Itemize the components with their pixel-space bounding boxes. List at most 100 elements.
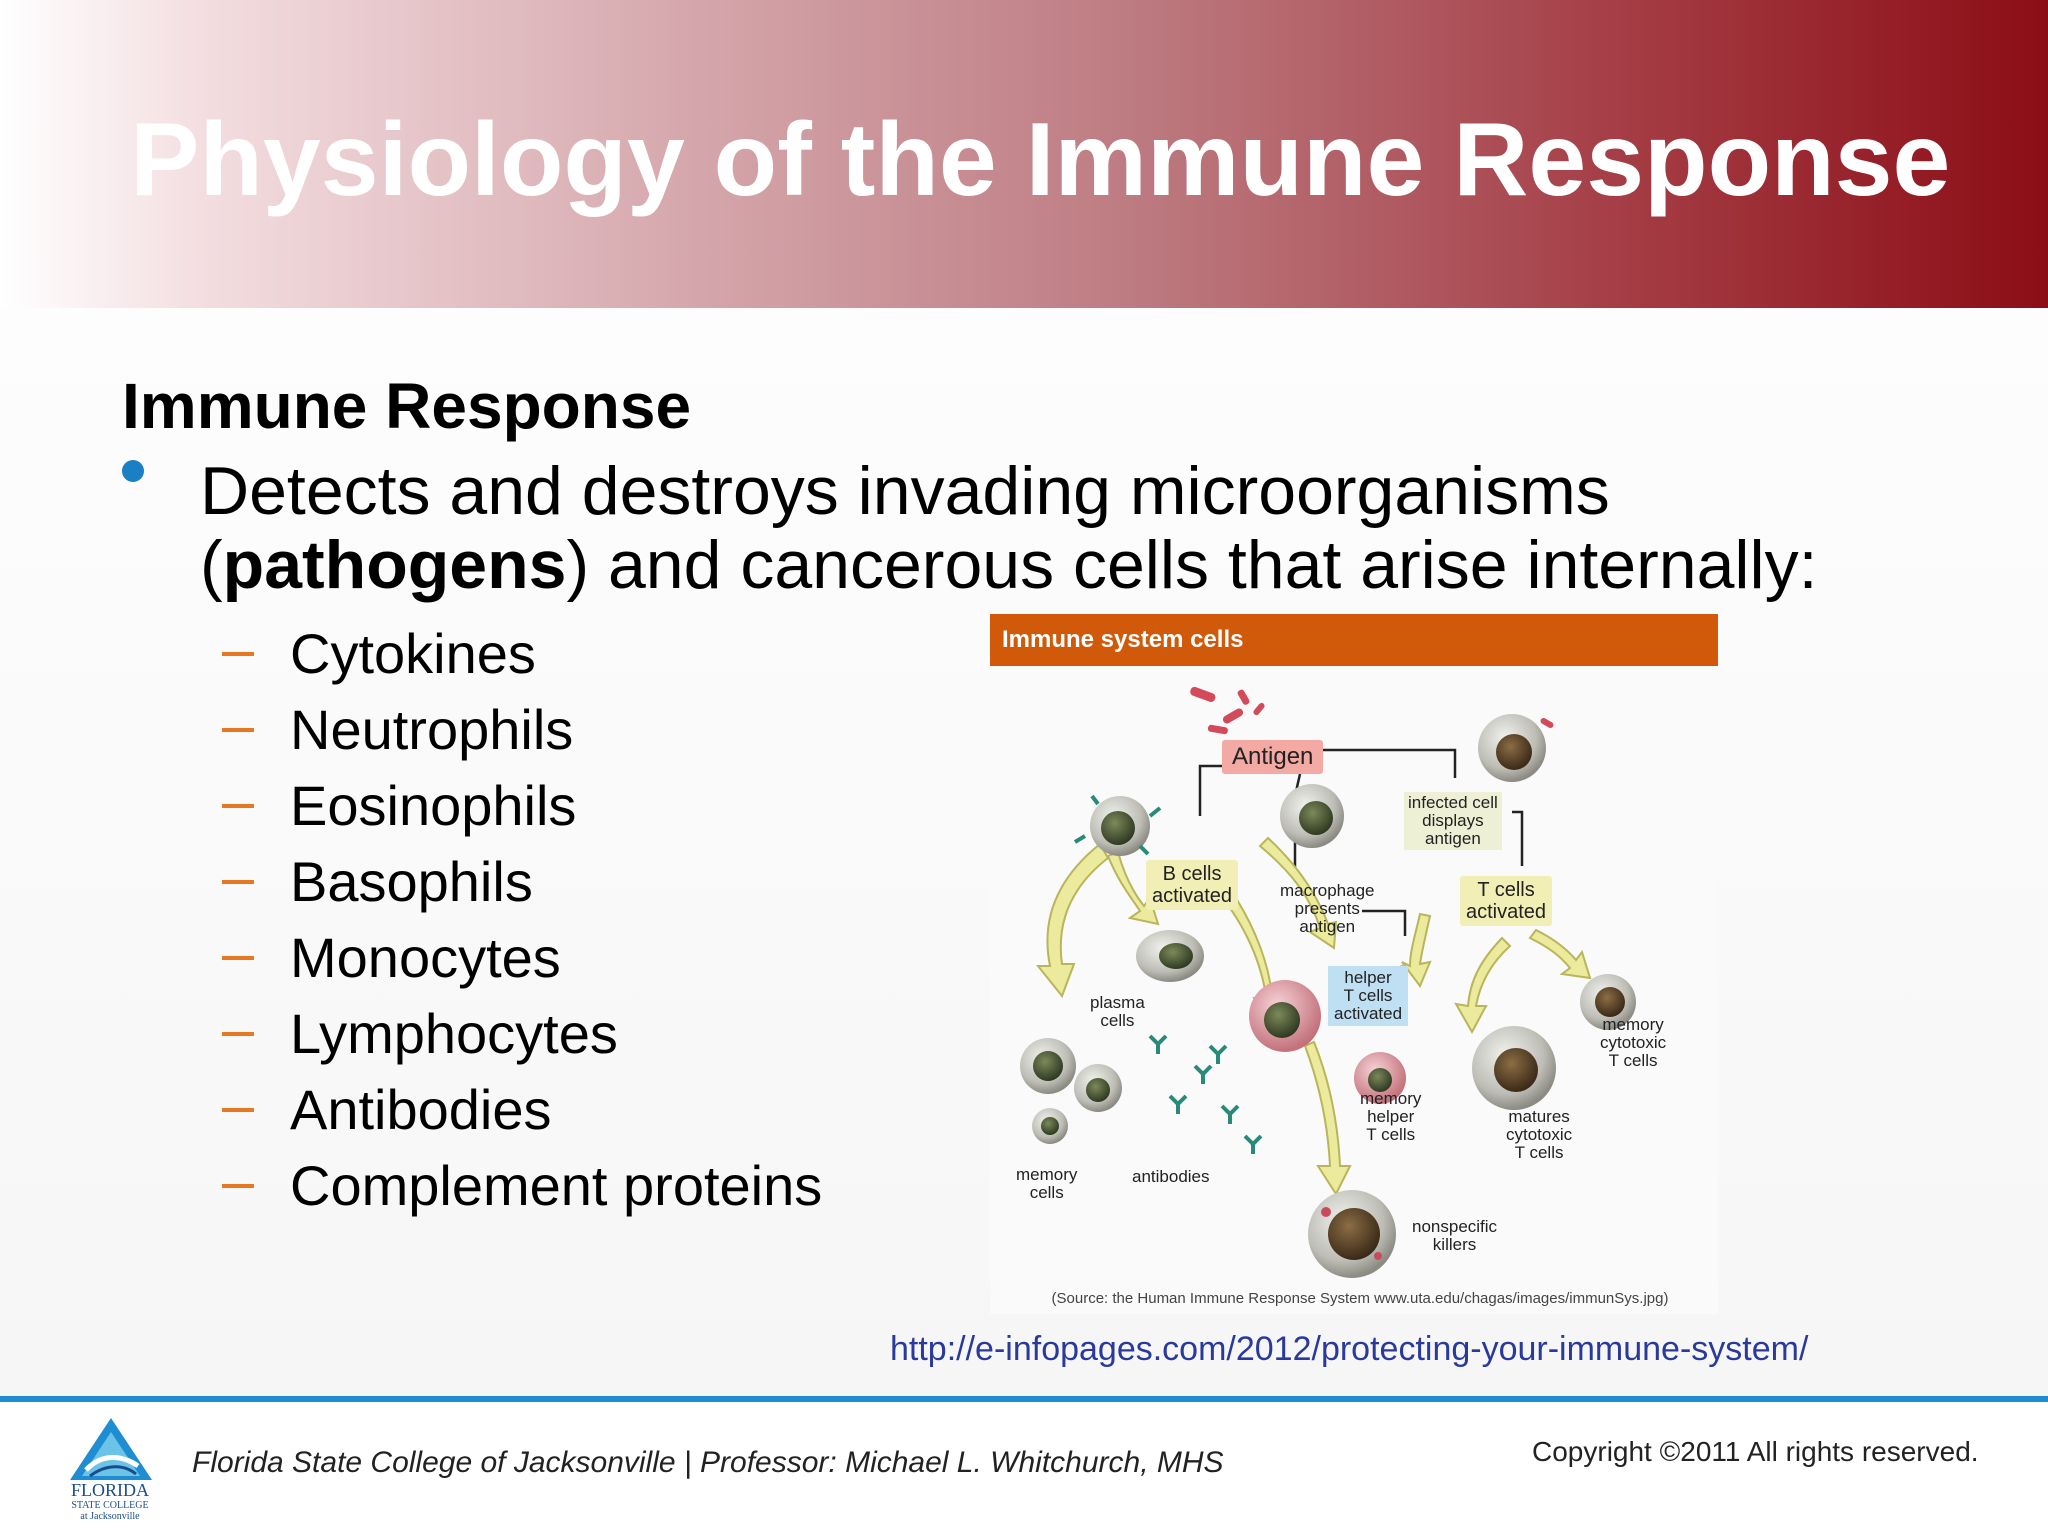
antigen-label: Antigen: [1222, 740, 1324, 774]
plasma-cell-icon: [1136, 930, 1204, 982]
label-line: nonspecific: [1412, 1217, 1498, 1236]
label-line: macrophage: [1280, 881, 1375, 900]
list-item-text: Complement proteins: [290, 1154, 823, 1217]
footer: [0, 1402, 2048, 1536]
label-line: helper: [1344, 968, 1392, 987]
list-item-text: Lymphocytes: [290, 1002, 618, 1065]
label-line: cells: [1100, 1011, 1135, 1030]
dash-icon: [222, 652, 254, 656]
memory-cytotoxic-t-cell-icon: [1580, 974, 1636, 1030]
list-item: Complement proteins: [222, 1150, 922, 1226]
label-line: memory: [1016, 1165, 1078, 1184]
matures-cytotoxic-label: matures cytotoxic T cells: [1506, 1108, 1572, 1162]
dash-icon: [222, 1108, 254, 1112]
list-item-text: Antibodies: [290, 1078, 552, 1141]
label-line: T cells: [1514, 1143, 1564, 1162]
label-line: cytotoxic: [1506, 1125, 1573, 1144]
list-item-text: Basophils: [290, 850, 533, 913]
macrophage-label: macrophage presents antigen: [1280, 882, 1375, 936]
label-line: T cells: [1608, 1051, 1658, 1070]
figure-header: Immune system cells: [990, 614, 1718, 666]
memory-cells-label: memory cells: [1016, 1166, 1077, 1202]
bullet-icon: [122, 460, 144, 482]
logo-line: at Jacksonville: [80, 1511, 140, 1522]
memory-cells-icon: [1020, 1038, 1122, 1144]
list-item: Eosinophils: [222, 770, 922, 846]
label-line: antigen: [1299, 917, 1356, 936]
list-item: Neutrophils: [222, 694, 922, 770]
label-line: helper: [1367, 1107, 1415, 1126]
dash-icon: [222, 1032, 254, 1036]
bullet-text-before: Detects and destroys invading microorgan…: [200, 453, 1610, 603]
figure-source: (Source: the Human Immune Response Syste…: [1051, 1290, 1669, 1307]
cells-group: [1020, 714, 1636, 1278]
sub-bullet-list: Cytokines Neutrophils Eosinophils Basoph…: [222, 618, 922, 1226]
copyright-text: Copyright ©2011 All rights reserved.: [1532, 1436, 1979, 1467]
label-line: matures: [1508, 1107, 1570, 1126]
label-line: T cells: [1366, 1125, 1416, 1144]
b-cell-icon: [1073, 794, 1162, 856]
label-line: infected cell: [1408, 793, 1498, 812]
infected-cell-icon: [1478, 714, 1554, 782]
list-item-text: Eosinophils: [290, 774, 577, 837]
t-cells-activated-label: T cells activated: [1460, 876, 1553, 926]
dash-icon: [222, 1184, 254, 1188]
helper-t-cell-icon: [1249, 980, 1321, 1052]
label-line: activated: [1466, 901, 1547, 923]
immune-system-figure: Immune system cells: [990, 614, 1718, 1314]
memory-helper-t-cell-icon: [1354, 1052, 1406, 1104]
label-line: T cells: [1477, 879, 1535, 901]
dash-icon: [222, 804, 254, 808]
title-bar: [0, 0, 2048, 308]
logo-text: FLORIDA STATE COLLEGE at Jacksonville: [60, 1480, 160, 1522]
list-item: Lymphocytes: [222, 998, 922, 1074]
slide-title: Physiology of the Immune Response: [130, 102, 1951, 218]
cytotoxic-t-cell-icon: [1472, 1026, 1556, 1110]
label-line: displays: [1422, 811, 1484, 830]
college-logo-icon: [70, 1418, 152, 1480]
b-cells-activated-label: B cells activated: [1146, 860, 1239, 910]
section-heading: Immune Response: [122, 370, 692, 442]
nonspecific-killers-label: nonspecific killers: [1412, 1218, 1497, 1254]
label-line: T cells: [1343, 986, 1393, 1005]
bullet-text: Detects and destroys invading microorgan…: [200, 454, 1860, 602]
list-item-text: Neutrophils: [290, 698, 574, 761]
label-line: activated: [1334, 1004, 1403, 1023]
label-line: cells: [1029, 1183, 1064, 1202]
footer-text: Florida State College of Jacksonville | …: [192, 1446, 1224, 1479]
antibodies-label: antibodies: [1132, 1167, 1210, 1186]
antibody-icons: [1148, 1034, 1263, 1154]
dash-icon: [222, 728, 254, 732]
label-line: memory: [1602, 1015, 1664, 1034]
label-line: cytotoxic: [1600, 1033, 1667, 1052]
bullet-text-bold: pathogens: [222, 527, 567, 603]
label-line: killers: [1432, 1235, 1477, 1254]
label-line: activated: [1152, 885, 1233, 907]
plasma-cells-label: plasma cells: [1090, 994, 1145, 1030]
list-item: Basophils: [222, 846, 922, 922]
infected-cell-label: infected cell displays antigen: [1404, 792, 1502, 850]
label-line: B cells: [1162, 863, 1222, 885]
logo-line: STATE COLLEGE: [71, 1500, 149, 1511]
logo-line: FLORIDA: [70, 1480, 149, 1500]
list-item: Antibodies: [222, 1074, 922, 1150]
macrophage-icon: [1280, 784, 1344, 848]
bacteria-group: [1190, 686, 1265, 735]
dash-icon: [222, 880, 254, 884]
nonspecific-killer-icon: [1308, 1190, 1396, 1278]
memory-cytotoxic-label: memory cytotoxic T cells: [1600, 1016, 1666, 1070]
list-item: Monocytes: [222, 922, 922, 998]
label-line: antigen: [1425, 829, 1481, 848]
list-item: Cytokines: [222, 618, 922, 694]
label-line: memory: [1360, 1089, 1422, 1108]
source-link[interactable]: http://e-infopages.com/2012/protecting-y…: [890, 1330, 1809, 1368]
label-line: plasma: [1090, 993, 1145, 1012]
helper-t-cells-activated-label: helper T cells activated: [1328, 966, 1409, 1026]
footer-rule: [0, 1396, 2048, 1402]
dash-icon: [222, 956, 254, 960]
bullet-text-after: ) and cancerous cells that arise interna…: [566, 527, 1818, 603]
list-item-text: Monocytes: [290, 926, 561, 989]
list-item-text: Cytokines: [290, 622, 536, 685]
label-line: presents: [1294, 899, 1360, 918]
memory-helper-label: memory helper T cells: [1360, 1090, 1421, 1144]
